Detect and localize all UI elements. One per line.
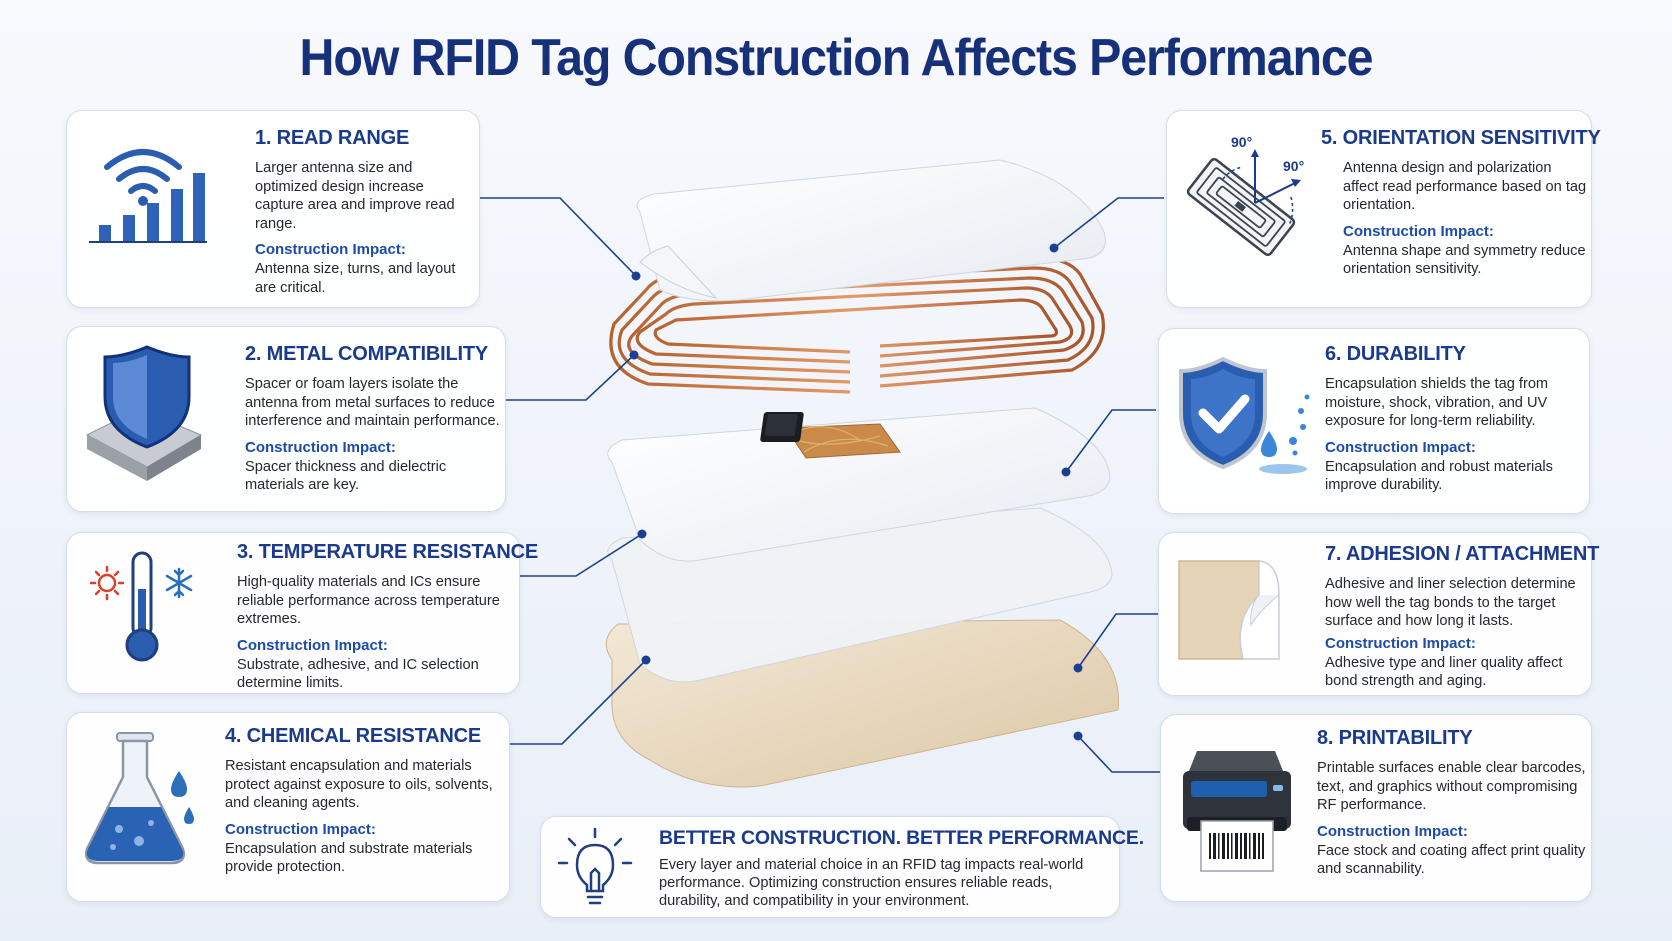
- card-heading: 5. ORIENTATION SENSITIVITY: [1321, 127, 1601, 149]
- leader-dot-7: [1073, 663, 1083, 673]
- card-impact: Adhesive type and liner quality affect b…: [1325, 654, 1563, 690]
- leader-dot-5: [1049, 243, 1059, 253]
- summary-card: BETTER CONSTRUCTION. BETTER PERFORMANCE.…: [540, 816, 1144, 918]
- card-body: Resistant encapsulation and materials pr…: [225, 758, 493, 811]
- face-stock-peel: [639, 245, 718, 299]
- substrate-layer: [607, 407, 1111, 562]
- lightbulb-icon: [557, 827, 633, 905]
- shield-check-icon: [1179, 356, 1310, 474]
- card-impact: Antenna size, turns, and layout are crit…: [255, 261, 456, 296]
- card-heading: 3. TEMPERATURE RESISTANCE: [237, 541, 538, 563]
- leader-6: [1065, 409, 1156, 473]
- leader-7: [1077, 613, 1158, 669]
- leader-dot-6: [1061, 467, 1071, 477]
- leader-5: [1053, 197, 1164, 249]
- card-body: Adhesive and liner selection determine h…: [1325, 576, 1576, 629]
- card-chemical-resistance: 4. CHEMICAL RESISTANCE Resistant encapsu…: [66, 712, 510, 902]
- leader-2: [506, 354, 635, 401]
- card-impact: Encapsulation and substrate materials pr…: [225, 840, 473, 876]
- card-heading: 1. READ RANGE: [255, 127, 410, 149]
- card-impact: Face stock and coating affect print qual…: [1317, 842, 1586, 878]
- card-metal-compatibility: 2. METAL COMPATIBILITY Spacer or foam la…: [66, 326, 506, 512]
- impact-label: Construction Impact:: [1325, 634, 1476, 652]
- signal-bars-icon: [89, 149, 207, 243]
- card-read-range: 1. READ RANGE Larger antenna size and op…: [66, 110, 480, 308]
- card-impact: Encapsulation and robust materials impro…: [1325, 458, 1553, 494]
- face-stock-layer: [636, 159, 1106, 302]
- leader-4: [508, 659, 647, 745]
- leader-3: [520, 533, 643, 577]
- summary-body: Every layer and material choice in an RF…: [659, 857, 1084, 909]
- card-printability: 8. PRINTABILITY Printable surfaces enabl…: [1160, 714, 1592, 902]
- card-heading: 7. ADHESION / ATTACHMENT: [1325, 543, 1600, 565]
- impact-label: Construction Impact:: [237, 636, 388, 654]
- card-body: Spacer or foam layers isolate the antenn…: [245, 376, 500, 429]
- card-heading: 8. PRINTABILITY: [1317, 727, 1473, 749]
- card-heading: 4. CHEMICAL RESISTANCE: [225, 725, 482, 747]
- impact-label: Construction Impact:: [1343, 222, 1494, 240]
- card-durability: 6. DURABILITY Encapsulation shields the …: [1158, 328, 1590, 514]
- impact-label: Construction Impact:: [1317, 822, 1468, 840]
- peeling-label-icon: [1178, 560, 1280, 660]
- flask-icon: [85, 732, 194, 865]
- impact-label: Construction Impact:: [245, 438, 396, 456]
- card-impact: Spacer thickness and dielectric material…: [245, 458, 447, 494]
- impact-label: Construction Impact:: [255, 241, 406, 258]
- page-title: How RFID Tag Construction Affects Perfor…: [299, 29, 1374, 87]
- leader-dot-4: [641, 655, 651, 665]
- leader-dot-2: [629, 350, 639, 360]
- card-impact: Substrate, adhesive, and IC selection de…: [237, 656, 479, 692]
- angle-label-top: 90°: [1231, 134, 1252, 150]
- card-temperature-resistance: 3. TEMPERATURE RESISTANCE High-quality m…: [66, 532, 538, 694]
- card-heading: 6. DURABILITY: [1325, 343, 1466, 365]
- card-body: High-quality materials and ICs ensure re…: [237, 574, 500, 627]
- card-body: Encapsulation shields the tag from moist…: [1325, 376, 1549, 429]
- leader-dot-3: [637, 529, 647, 539]
- rotating-tag-icon: 90° 90°: [1186, 134, 1304, 256]
- rfid-chip: [760, 412, 901, 459]
- leader-8: [1077, 735, 1160, 773]
- leader-1: [480, 197, 637, 277]
- impact-label: Construction Impact:: [225, 820, 376, 838]
- leader-dot-1: [631, 271, 641, 281]
- impact-label: Construction Impact:: [1325, 438, 1476, 456]
- card-heading: 2. METAL COMPATIBILITY: [245, 343, 489, 365]
- shield-on-metal-icon: [85, 345, 203, 481]
- card-orientation-sensitivity: 90° 90° 5. ORIENTATION SENSITIVITY Anten…: [1166, 110, 1601, 308]
- printer-icon: [1183, 751, 1291, 872]
- thermometer-icon: [89, 551, 193, 662]
- card-body: Larger antenna size and optimized design…: [255, 160, 455, 232]
- leader-dot-8: [1073, 731, 1083, 741]
- card-adhesion-attachment: 7. ADHESION / ATTACHMENT Adhesive and li…: [1158, 532, 1600, 696]
- angle-label-right: 90°: [1283, 158, 1304, 174]
- summary-heading: BETTER CONSTRUCTION. BETTER PERFORMANCE.: [659, 827, 1144, 849]
- card-impact: Antenna shape and symmetry reduce orient…: [1343, 242, 1586, 278]
- card-body: Antenna design and polarization affect r…: [1343, 160, 1587, 213]
- card-body: Printable surfaces enable clear barcodes…: [1317, 760, 1586, 813]
